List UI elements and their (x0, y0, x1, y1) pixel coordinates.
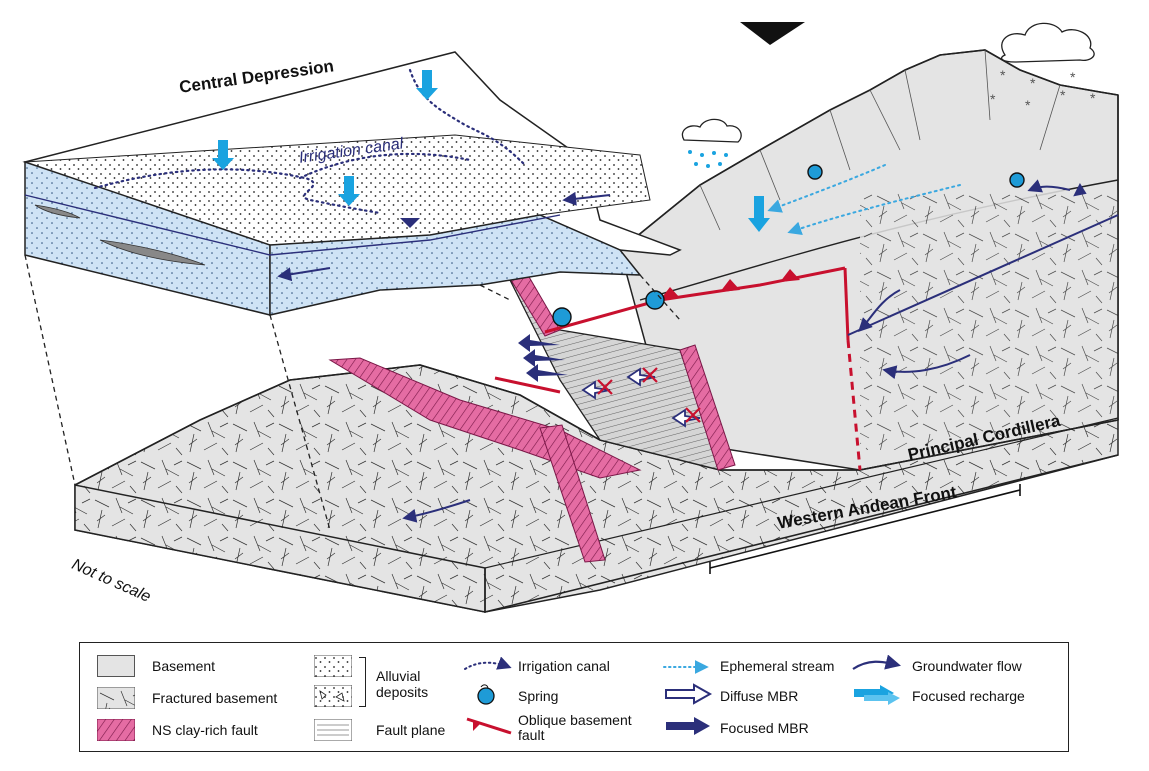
clouds (681, 22, 1095, 143)
svg-text:*: * (1025, 97, 1031, 113)
legend-focused-mbr: Focused MBR (720, 720, 809, 736)
red-cross-marks (597, 367, 701, 423)
svg-text:*: * (1030, 75, 1036, 91)
legend-alluvial-1: Alluvial (376, 668, 421, 684)
legend-alluvial-2: deposits (376, 684, 429, 700)
legend-spring-icon (477, 684, 495, 705)
ephemeral-streams (767, 164, 961, 236)
swatch-alluvial-2 (314, 685, 352, 707)
diffuse-mbr-arrows (581, 367, 701, 428)
rain (688, 150, 728, 168)
groundwater-flow-arrows (402, 179, 1119, 523)
lower-basement-block (74, 364, 1119, 614)
legend-irrigation-canal: Irrigation canal (518, 658, 610, 674)
svg-text:*: * (1060, 87, 1066, 103)
swatch-basement (97, 655, 135, 677)
connector-dashes (24, 254, 681, 531)
legend-oblique-fault-2: fault (518, 727, 545, 743)
legend-oblique-fault-icon (466, 717, 512, 735)
svg-text:*: * (1090, 90, 1096, 106)
legend-fractured-basement: Fractured basement (152, 690, 278, 706)
swatch-alluvial-1 (314, 655, 352, 677)
swatch-fractured-basement (97, 687, 135, 709)
legend-ephemeral-stream: Ephemeral stream (720, 658, 835, 674)
legend-irrigation-icon (464, 657, 512, 670)
legend-ephemeral-icon (663, 660, 709, 674)
legend-basement: Basement (152, 658, 216, 674)
svg-text:*: * (1000, 67, 1006, 83)
legend-diffuse-mbr-icon (665, 683, 713, 705)
swatch-fault-plane (314, 719, 352, 741)
alluvial-bracket (359, 657, 366, 707)
svg-text:*: * (1070, 69, 1076, 85)
focused-mbr-arrows (518, 334, 568, 382)
legend-oblique-fault-1: Oblique basement (518, 712, 632, 728)
legend-diffuse-mbr: Diffuse MBR (720, 688, 799, 704)
north-arrow-icon (740, 22, 805, 45)
legend-fault-plane: Fault plane (376, 722, 446, 738)
legend-spring: Spring (518, 688, 559, 704)
snow-marks: *** **** (990, 67, 1096, 113)
oblique-basement-fault (494, 266, 862, 471)
legend: Basement Fractured basement NS clay-rich… (79, 642, 1069, 752)
springs (552, 164, 1025, 327)
western-andean-front-bar (709, 484, 1021, 574)
legend-focused-recharge-icon (854, 685, 900, 705)
svg-text:*: * (990, 91, 996, 107)
legend-focused-recharge: Focused recharge (912, 688, 1025, 704)
legend-groundwater-icon (852, 655, 901, 670)
legend-groundwater-flow: Groundwater flow (912, 658, 1022, 674)
focused-recharge-arrows (212, 70, 770, 232)
clay-rich-faults (328, 269, 736, 563)
central-depression-block (22, 51, 682, 316)
swatch-clay-fault (97, 719, 135, 741)
legend-focused-mbr-icon (666, 717, 710, 735)
legend-ns-clay-fault: NS clay-rich fault (152, 722, 258, 738)
